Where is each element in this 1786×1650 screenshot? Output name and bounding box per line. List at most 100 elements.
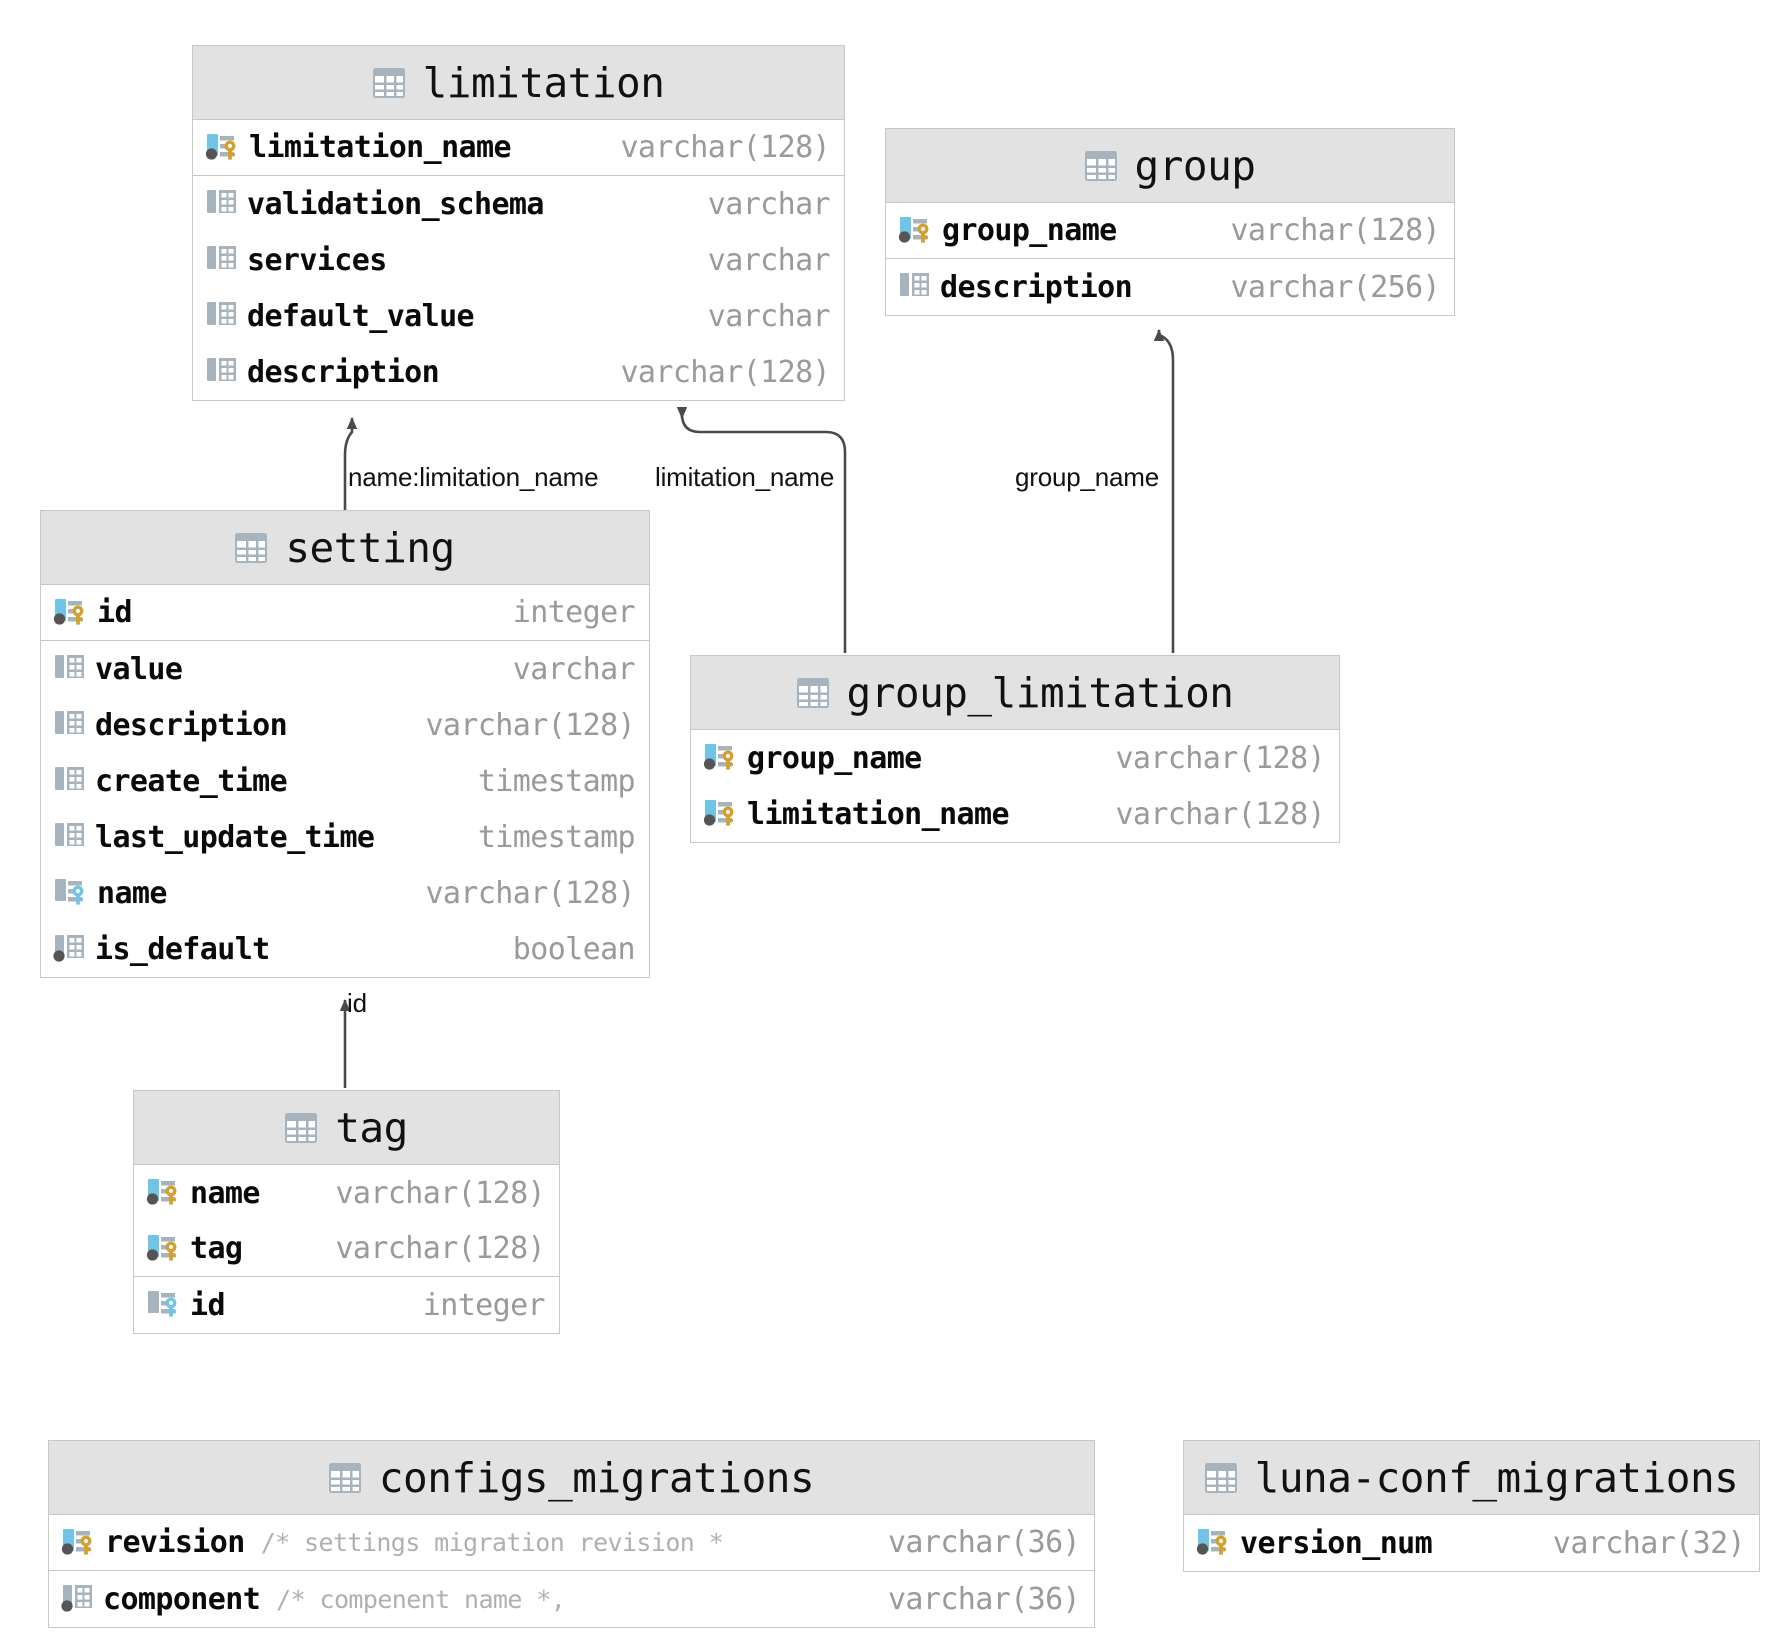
table-icon [1084,150,1117,181]
table-icon [328,1462,361,1493]
column-name: tag [190,1231,243,1266]
primary-key-icon [703,799,739,829]
table-row[interactable]: id integer [41,585,649,641]
column-name: component [103,1581,261,1617]
primary-key-icon [703,743,739,773]
column-name: group_name [747,740,922,776]
table-header-setting[interactable]: setting [41,511,649,585]
primary-key-icon [205,133,241,163]
table-header-luna-conf_migrations[interactable]: luna-conf_migrations [1184,1441,1759,1515]
column-name: name [190,1175,260,1211]
table-icon [1204,1462,1237,1493]
column-name: description [247,354,440,390]
table-header-tag[interactable]: tag [134,1091,559,1165]
edge-label-grouplimitation-limitation: limitation_name [655,462,835,492]
edge-label-setting-limitation: name:limitation_name [348,462,599,492]
column-name: revision [105,1525,245,1560]
column-type: varchar [707,186,831,222]
table-row[interactable]: name varchar(128) [134,1165,559,1221]
column-icon [205,189,239,219]
table-header-group_limitation[interactable]: group_limitation [691,656,1339,730]
unique-key-icon [146,1290,182,1320]
table-row[interactable]: revision /* settings migration revision *… [49,1515,1094,1571]
column-type: varchar(128) [1115,796,1325,832]
column-name: last_update_time [95,819,375,855]
column-name: value [95,651,183,687]
column-type: varchar [707,298,831,334]
column-name: create_time [95,763,288,799]
column-name: description [940,269,1133,305]
edge-grouplimitation-limitation [676,407,847,653]
column-name: services [247,242,387,278]
column-type: varchar(128) [425,707,635,743]
column-icon [53,822,87,852]
column-type: varchar [707,242,831,278]
table-icon [235,532,268,563]
primary-key-icon [146,1178,182,1208]
primary-key-icon [61,1528,97,1558]
unique-key-icon [53,878,89,908]
table-row[interactable]: default_value varchar [193,288,844,344]
table-row[interactable]: create_time timestamp [41,753,649,809]
column-name: validation_schema [247,186,544,222]
table-header-group[interactable]: group [886,129,1454,203]
column-name: limitation_name [249,130,512,165]
column-comment: /* settings migration revision * [260,1528,724,1557]
column-name: id [97,595,133,630]
edge-label-grouplimitation-group: group_name [1015,462,1159,492]
table-row[interactable]: validation_schema varchar [193,176,844,232]
table-row[interactable]: component/* compenent name *,varchar(36) [49,1571,1094,1627]
primary-key-icon [53,598,89,628]
table-header-limitation[interactable]: limitation [193,46,844,120]
column-type: varchar(36) [887,1525,1081,1560]
table-row[interactable]: services varchar [193,232,844,288]
column-type: varchar(128) [335,1175,545,1211]
column-type: timestamp [477,763,636,799]
primary-key-icon [146,1234,182,1264]
primary-key-icon [898,216,934,246]
column-type: timestamp [477,819,636,855]
table-card-configs_migrations[interactable]: configs_migrations revision /* settings mi… [48,1440,1095,1628]
column-icon [53,766,87,796]
column-icon [898,272,932,302]
table-header-configs_migrations[interactable]: configs_migrations [49,1441,1094,1515]
column-type: integer [512,595,636,630]
column-name: default_value [247,298,475,334]
edge-grouplimitation-group [1153,329,1175,653]
table-row[interactable]: limitation_name varchar(128) [193,120,844,176]
table-title: luna-conf_migrations [1254,1453,1739,1502]
column-name: name [97,875,167,911]
column-type: varchar(36) [887,1581,1081,1617]
column-icon [205,301,239,331]
column-type: boolean [512,931,636,967]
table-icon [796,677,829,708]
column-type: varchar(128) [620,130,830,165]
column-type: varchar(128) [1230,213,1440,248]
column-name: id [190,1287,226,1323]
column-icon [205,245,239,275]
table-title: configs_migrations [378,1453,815,1502]
column-list: revision /* settings migration revision *… [49,1515,1094,1627]
table-card-limitation[interactable]: limitation limitation_name varchar(128) val… [192,45,845,401]
table-row[interactable]: last_update_time timestamp [41,809,649,865]
column-list: limitation_name varchar(128) validation_sc… [193,120,844,400]
